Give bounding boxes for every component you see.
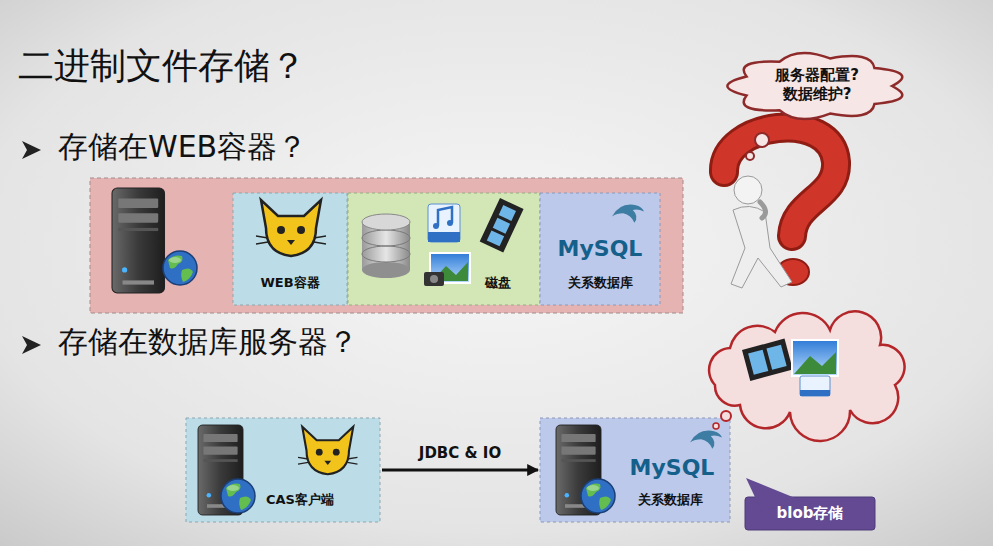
callout-box: blob存储 <box>745 497 875 530</box>
box-fill <box>348 193 540 305</box>
client-box: CAS客户端 <box>186 418 380 522</box>
cloud-shape <box>727 53 902 119</box>
database-server-box: MySQL 关系数据库 <box>540 418 730 522</box>
box-fill <box>540 193 660 305</box>
node-label: MySQL <box>630 454 715 482</box>
bullet-text: 存储在数据库服务器？ <box>58 324 358 360</box>
node-label: 关系数据库 <box>638 492 703 508</box>
box-fill <box>540 418 730 522</box>
web-container-box: WEB容器 <box>233 193 347 305</box>
thought-cloud: 服务器配置? 数据维护? <box>728 46 906 126</box>
edge-label: JDBC & IO <box>419 444 501 462</box>
node-label: WEB容器 <box>260 275 319 291</box>
box-fill <box>90 178 683 313</box>
node-label: 服务器配置? 数据维护? <box>771 66 863 104</box>
database-box: MySQL 关系数据库 <box>540 193 660 305</box>
arrow-connector <box>382 469 538 472</box>
box-fill <box>233 193 347 305</box>
node-label: blob存储 <box>777 504 844 523</box>
node-label: MySQL <box>558 235 643 263</box>
node-label: CAS客户端 <box>266 492 334 508</box>
slide-title: 二进制文件存储？ <box>18 44 306 87</box>
disk-box: 磁盘 <box>348 193 540 305</box>
node-label: 关系数据库 <box>568 275 633 291</box>
group-heading: 存储在WEB容器？ <box>58 128 307 166</box>
node-label: 磁盘 <box>485 275 511 291</box>
box-fill <box>186 418 380 522</box>
storage-group: WEB容器磁盘MySQL关系数据库存储在WEB容器？ <box>90 178 683 313</box>
